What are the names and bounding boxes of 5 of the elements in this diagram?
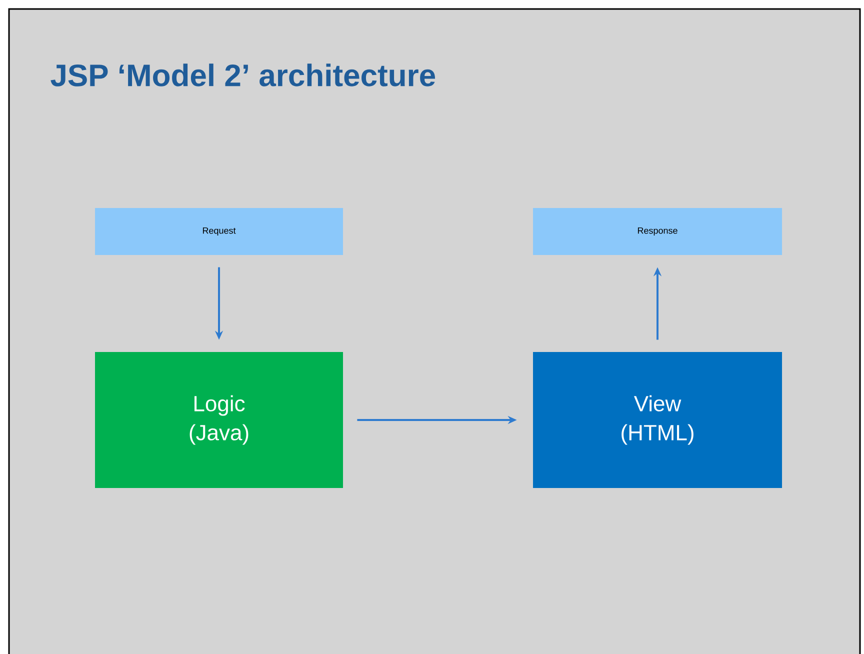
label-box: Response xyxy=(533,208,782,255)
process-box: View (HTML) xyxy=(533,352,782,488)
process-box: Logic (Java) xyxy=(95,352,343,488)
title: JSP ‘Model 2’ architecture xyxy=(50,64,436,86)
label-box: Request xyxy=(95,208,343,255)
